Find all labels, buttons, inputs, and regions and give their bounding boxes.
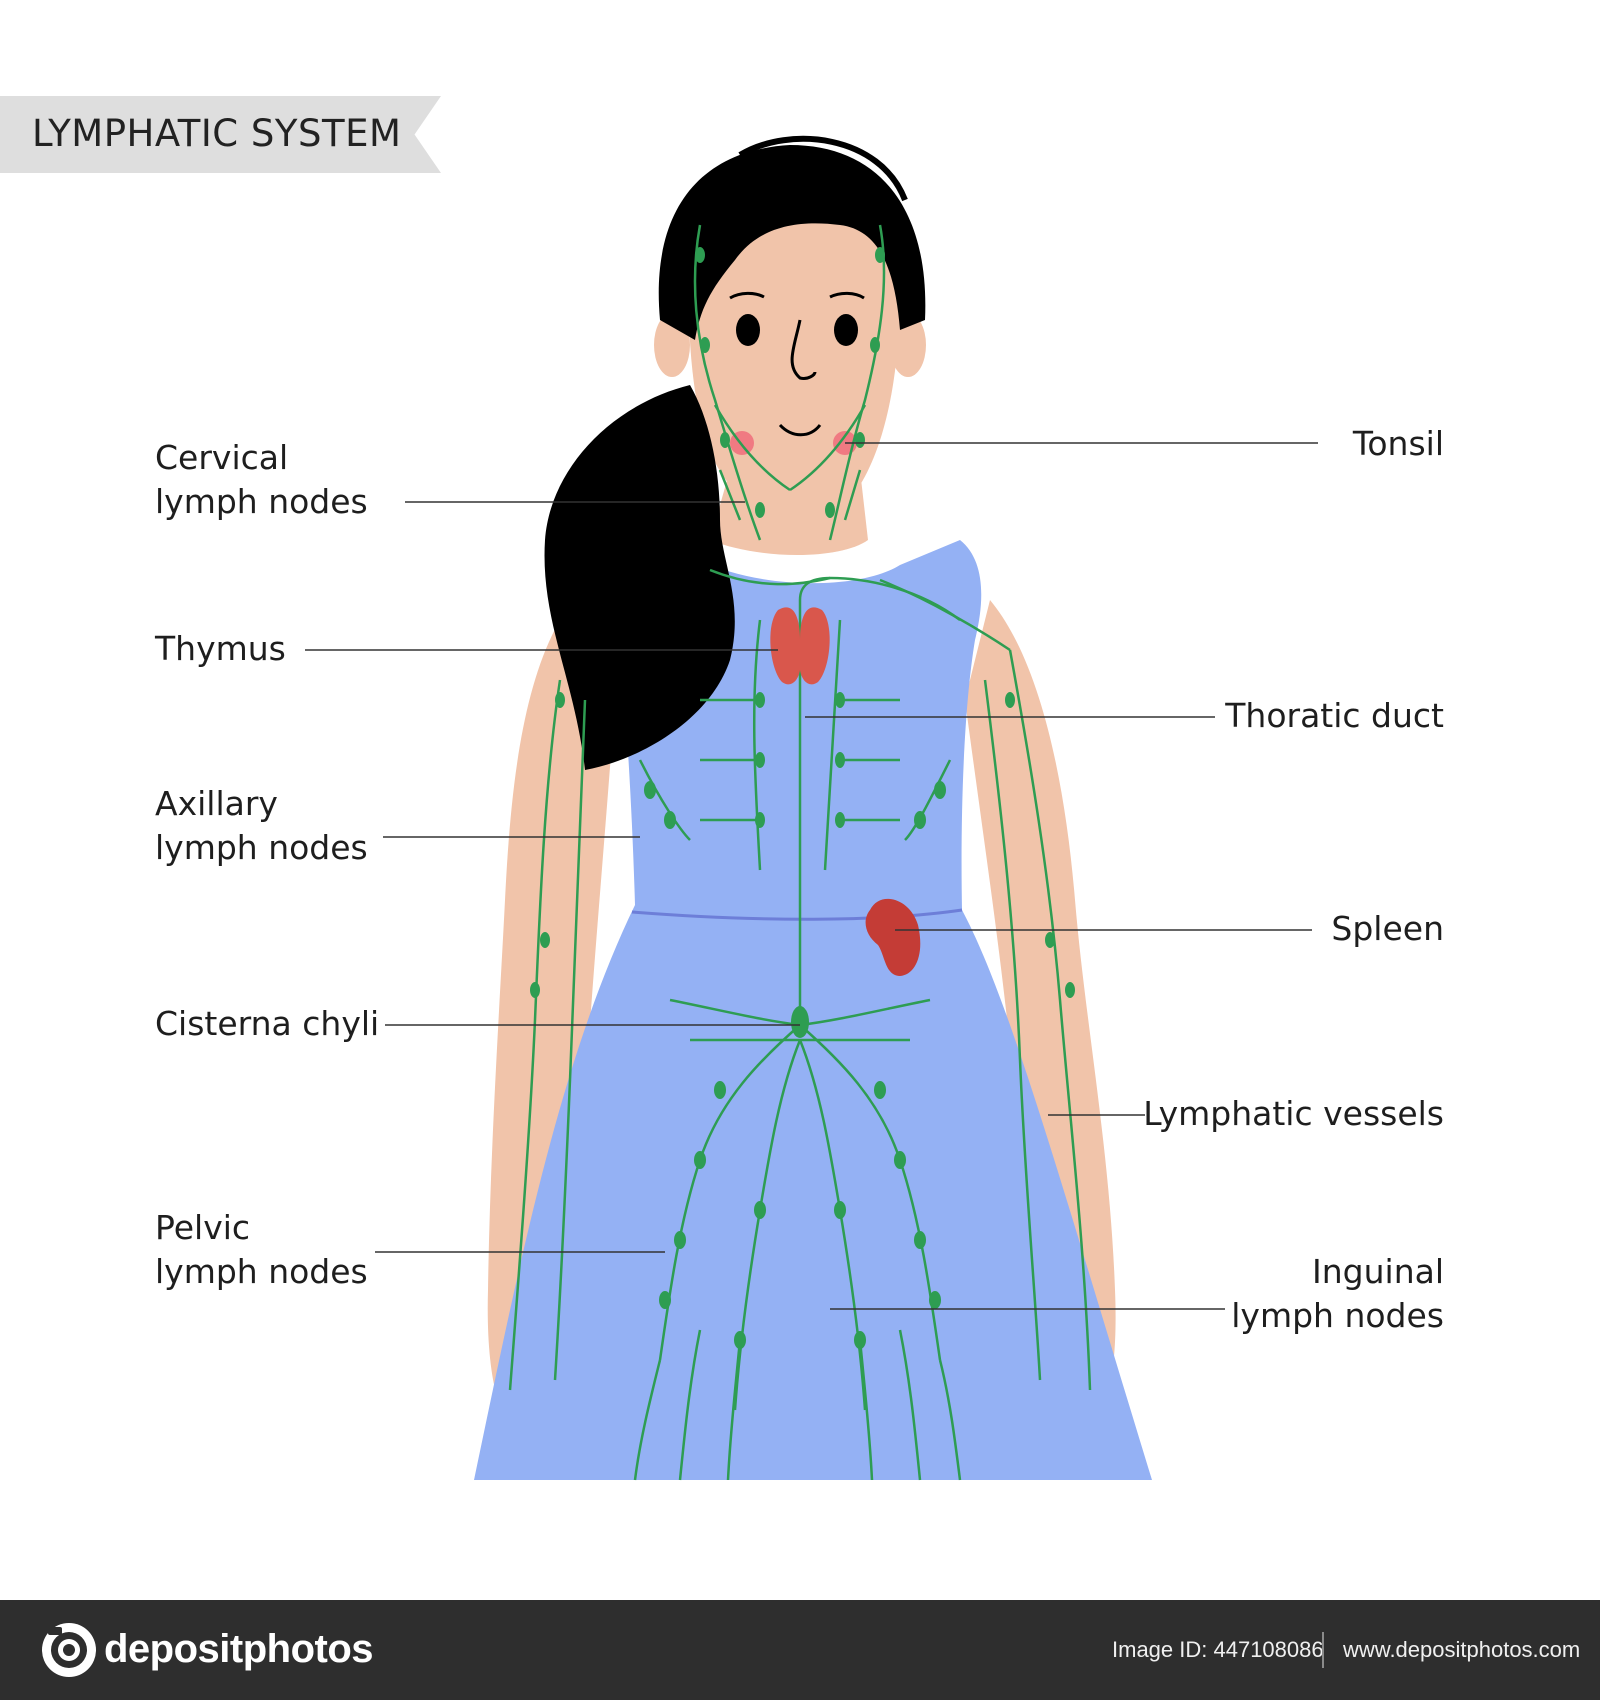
dress [474,540,1152,1480]
label-spleen: Spleen [1331,909,1444,948]
ponytail [544,385,735,770]
label-cisterna-chyli: Cisterna chyli [155,1004,380,1043]
label-lymphatic-vessels: Lymphatic vessels [1143,1094,1444,1133]
right-eye [834,314,858,346]
label-tonsil: Tonsil [1352,424,1444,463]
leader-lines [305,442,1318,1310]
mouth [778,423,822,437]
footer-site-link[interactable]: www.depositphotos.com [1343,1637,1581,1662]
lymph-nodes [530,247,1075,1349]
footer-separator [1322,1632,1324,1668]
camera-logo-icon [42,1623,96,1677]
label-thoratic-duct: Thoratic duct [1225,696,1444,735]
title-banner [0,96,441,173]
right-brow [829,291,865,300]
label-thymus: Thymus [155,629,286,668]
face [688,206,900,504]
hair-top [658,145,926,340]
footer-image-id: Image ID: 447108086 [1112,1637,1324,1662]
footer-logo-text[interactable]: depositphotos [104,1627,374,1671]
nose [790,319,817,380]
spleen [865,898,921,976]
left-brow [729,291,765,300]
left-eye [736,314,760,346]
right-ear [890,313,926,377]
waistline [631,908,963,921]
page-title: LYMPHATIC SYSTEM [32,112,402,155]
headband [738,135,908,202]
footer-bar [0,1600,1600,1700]
right-arm [965,600,1116,1432]
thymus [770,607,830,685]
